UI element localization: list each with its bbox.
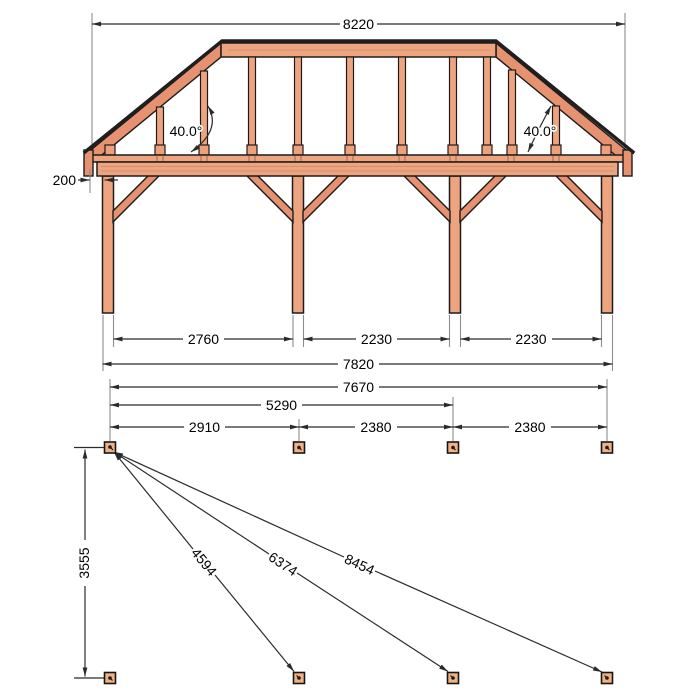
brace bbox=[550, 171, 603, 224]
dimension-roof-width: 8220 bbox=[91, 13, 626, 150]
plan-depth-label: 3555 bbox=[76, 547, 92, 578]
roof-angle-right: 40.0° bbox=[522, 105, 558, 153]
roof-stud bbox=[507, 69, 517, 148]
angle-arc bbox=[190, 105, 215, 153]
foundation-marker bbox=[292, 671, 306, 685]
plate-block bbox=[550, 144, 562, 156]
foundation-marker bbox=[103, 441, 117, 454]
roof-truss bbox=[82, 39, 636, 314]
plate-block bbox=[344, 144, 356, 156]
plate-tenons bbox=[156, 156, 560, 161]
elevation-view: 8220 bbox=[51, 13, 636, 374]
plan-partial-label: 5290 bbox=[266, 397, 297, 413]
plate-block bbox=[198, 144, 210, 156]
plan-spacing-3-label: 2380 bbox=[514, 419, 545, 435]
roof-stud bbox=[397, 56, 407, 148]
roof-studs bbox=[155, 56, 561, 148]
foundation-marker bbox=[600, 671, 614, 685]
plate-block bbox=[246, 144, 258, 156]
plate-block bbox=[292, 144, 304, 156]
roof-angle-left-label: 40.0° bbox=[170, 123, 203, 139]
brace bbox=[459, 171, 512, 224]
dimension-posts-overall: 7820 bbox=[102, 354, 613, 374]
plate-block bbox=[154, 144, 166, 156]
roof-stud bbox=[155, 106, 165, 148]
plate-block bbox=[396, 144, 408, 156]
diagonal-line bbox=[214, 574, 295, 672]
diagonal-line bbox=[296, 572, 449, 673]
diagonal-2-label: 6374 bbox=[266, 549, 301, 580]
roof-stud bbox=[247, 56, 257, 148]
roof-top-plate bbox=[220, 42, 497, 58]
diagonal-line bbox=[113, 451, 345, 558]
foundation-marker bbox=[103, 671, 117, 685]
knee-braces bbox=[112, 171, 603, 224]
plate-blocks bbox=[104, 144, 612, 156]
foundation-plan-view: 7670 5290 2910 2380 2380 3555 bbox=[74, 377, 614, 685]
post-2 bbox=[291, 175, 305, 314]
post-1 bbox=[101, 175, 115, 314]
diagonal-line bbox=[113, 451, 270, 555]
roof-width-dimension-label: 8220 bbox=[343, 16, 374, 32]
plan-spacing-2-label: 2380 bbox=[360, 419, 391, 435]
roof-stud bbox=[448, 56, 458, 148]
brace bbox=[302, 171, 355, 224]
eave-fascia-right bbox=[622, 149, 633, 177]
wall-beam bbox=[96, 161, 619, 177]
diagonal-line bbox=[113, 451, 194, 550]
roof-angle-right-label: 40.0° bbox=[524, 123, 557, 139]
dimension-plan-partial: 5290 bbox=[110, 395, 453, 415]
roof-angle-left: 40.0° bbox=[168, 105, 215, 153]
plate-block bbox=[104, 144, 116, 156]
dimension-plan-overall: 7670 bbox=[110, 377, 607, 397]
dimension-eave-overhang: 200 bbox=[51, 169, 118, 193]
plate-block bbox=[447, 144, 459, 156]
foundation-marker bbox=[292, 441, 306, 454]
diagonal-line bbox=[374, 570, 603, 673]
brace bbox=[112, 171, 165, 224]
posts-overall-label: 7820 bbox=[343, 356, 374, 372]
dimension-bays: 2760 2230 2230 bbox=[102, 315, 614, 371]
foundation-markers-near-row bbox=[103, 441, 614, 454]
roof-edge-trim bbox=[82, 39, 636, 155]
wall-plate-strip bbox=[87, 154, 628, 163]
plate-block bbox=[481, 144, 493, 156]
post-4 bbox=[600, 175, 614, 314]
eave-overhang-label: 200 bbox=[53, 172, 77, 188]
plan-spacing-1-label: 2910 bbox=[189, 419, 220, 435]
posts bbox=[101, 175, 614, 314]
diagonal-checks: 4594 6374 8454 bbox=[113, 451, 603, 673]
post-3 bbox=[448, 175, 462, 314]
brace bbox=[398, 171, 451, 224]
roof-stud bbox=[345, 56, 355, 148]
plate-block bbox=[600, 144, 612, 156]
plan-overall-label: 7670 bbox=[343, 379, 374, 395]
plate-block bbox=[506, 144, 518, 156]
foundation-markers-far-row bbox=[103, 671, 614, 685]
bay-span-2-label: 2230 bbox=[361, 331, 392, 347]
foundation-marker bbox=[446, 671, 460, 685]
foundation-marker bbox=[446, 441, 460, 454]
roof-stud bbox=[482, 56, 492, 148]
brace bbox=[241, 171, 294, 224]
diagonal-3-label: 8454 bbox=[342, 551, 377, 579]
foundation-marker bbox=[600, 441, 614, 454]
angle-arc bbox=[527, 105, 552, 153]
bay-span-1-label: 2760 bbox=[188, 331, 219, 347]
dimension-plan-depth: 3555 bbox=[74, 446, 104, 679]
dimension-plan-spacings: 2910 2380 2380 bbox=[110, 417, 607, 437]
bay-span-3-label: 2230 bbox=[515, 331, 546, 347]
roof-stud bbox=[293, 56, 303, 148]
diagonal-1-label: 4594 bbox=[188, 545, 220, 579]
